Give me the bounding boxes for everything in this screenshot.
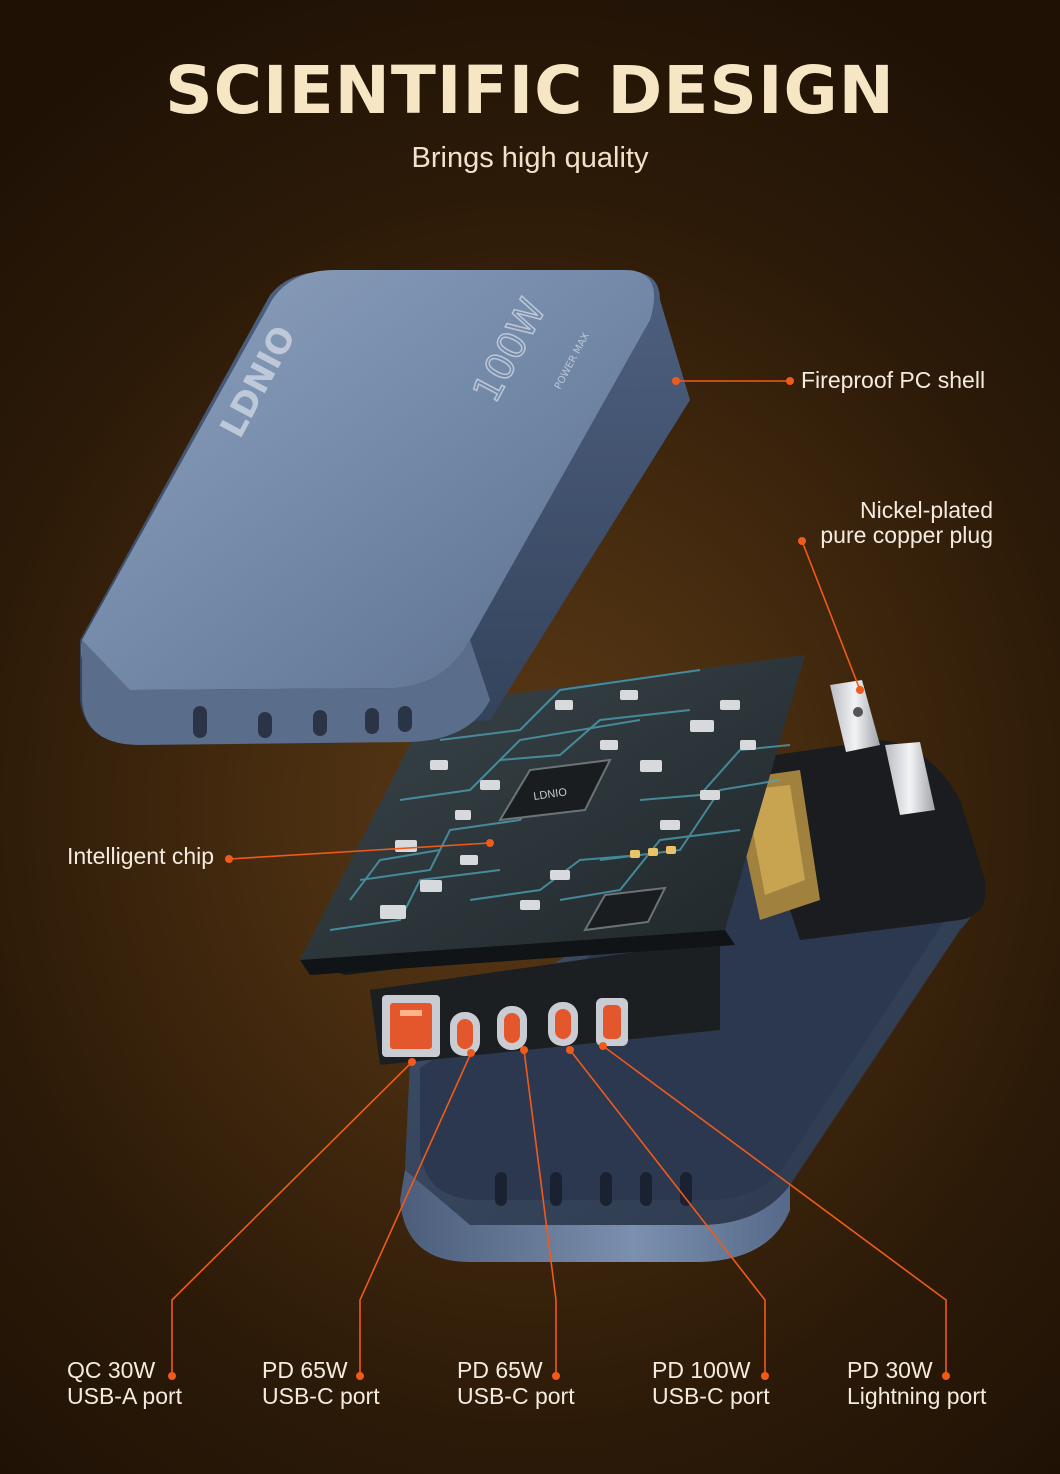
port-label-qc30w: QC 30W USB-A port	[67, 1357, 182, 1409]
plug-prong-right	[885, 742, 935, 815]
callout-plug-line1: Nickel-plated	[860, 497, 993, 523]
port-label-pd100w: PD 100W USB-C port	[652, 1357, 770, 1409]
port-label-pd30w: PD 30W Lightning port	[847, 1357, 986, 1409]
port-type: USB-C port	[457, 1383, 575, 1409]
callout-chip: Intelligent chip	[67, 843, 215, 869]
page-title: SCIENTIFIC DESIGN	[165, 52, 895, 129]
page-subtitle: Brings high quality	[411, 142, 649, 174]
port-power: PD 65W	[457, 1357, 543, 1383]
ports-block	[370, 940, 720, 1065]
port-power: QC 30W	[67, 1357, 156, 1383]
port-label-pd65w-a: PD 65W USB-C port	[262, 1357, 380, 1409]
port-power: PD 30W	[847, 1357, 933, 1383]
callout-shell: Fireproof PC shell	[801, 367, 986, 393]
port-type: USB-A port	[67, 1383, 183, 1409]
port-power: PD 65W	[262, 1357, 348, 1383]
port-type: Lightning port	[847, 1383, 987, 1409]
chip-logo: LDNIO	[533, 786, 568, 803]
port-type: USB-C port	[652, 1383, 770, 1409]
port-label-pd65w-b: PD 65W USB-C port	[457, 1357, 575, 1409]
plug-assembly	[730, 680, 986, 940]
port-type: USB-C port	[262, 1383, 380, 1409]
intelligent-chip: LDNIO	[498, 758, 612, 822]
port-power: PD 100W	[652, 1357, 751, 1383]
top-shell: LDNIO 100W POWER MAX	[80, 270, 690, 745]
callout-lines	[171, 380, 947, 1376]
callout-dots	[168, 377, 950, 1380]
callout-plug-line2: pure copper plug	[820, 522, 993, 548]
